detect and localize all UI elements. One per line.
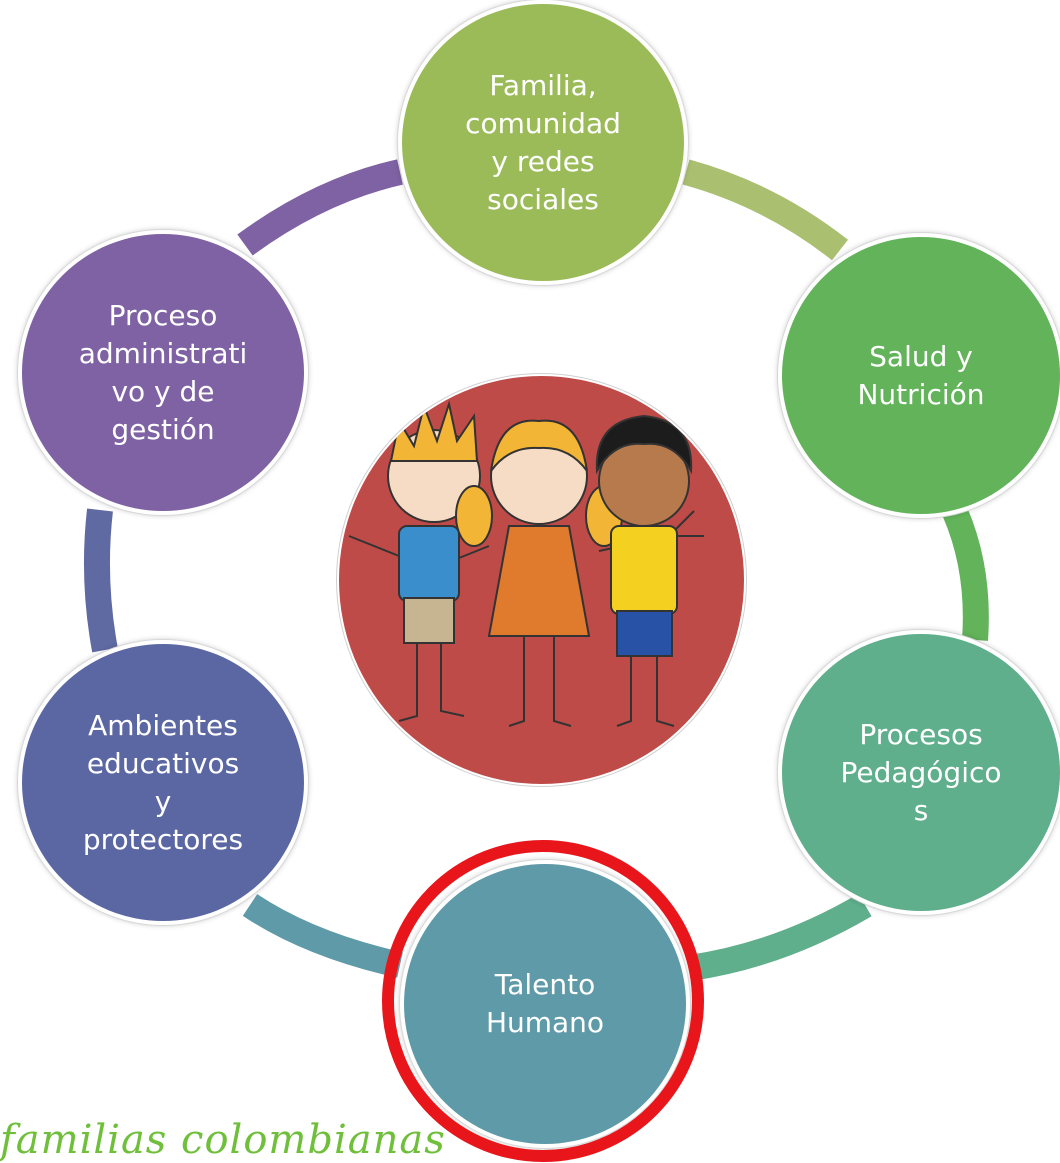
connector-talento-ambientes — [242, 894, 403, 978]
node-salud: Salud y Nutrición — [778, 233, 1060, 518]
footer-script-text: familias colombianas — [0, 1117, 446, 1163]
node-procesos-pedagogicos: Procesos Pedagógico s — [778, 630, 1060, 915]
children-illustration-icon — [348, 400, 704, 727]
node-procesos-pedagogicos-label: Procesos Pedagógico s — [840, 717, 1002, 827]
highlight-circle — [382, 840, 704, 1162]
connector-salud-procesos — [943, 506, 989, 641]
connector-procesos-talento — [688, 893, 872, 981]
connector-ambientes-proceso — [83, 508, 118, 653]
node-salud-label: Salud y Nutrición — [857, 339, 985, 411]
node-proceso-administrativo: Proceso administrati vo y de gestión — [18, 230, 308, 515]
node-ambientes-label: Ambientes educativos y protectores — [82, 708, 244, 856]
center-children-illustration — [339, 376, 744, 784]
node-familia: Familia, comunidad y redes sociales — [398, 0, 688, 285]
node-proceso-administrativo-label: Proceso administrati vo y de gestión — [78, 298, 248, 446]
connector-familia-salud — [682, 159, 849, 261]
connector-proceso-familia — [237, 159, 403, 256]
node-familia-label: Familia, comunidad y redes sociales — [465, 68, 621, 216]
node-ambientes: Ambientes educativos y protectores — [18, 640, 308, 925]
